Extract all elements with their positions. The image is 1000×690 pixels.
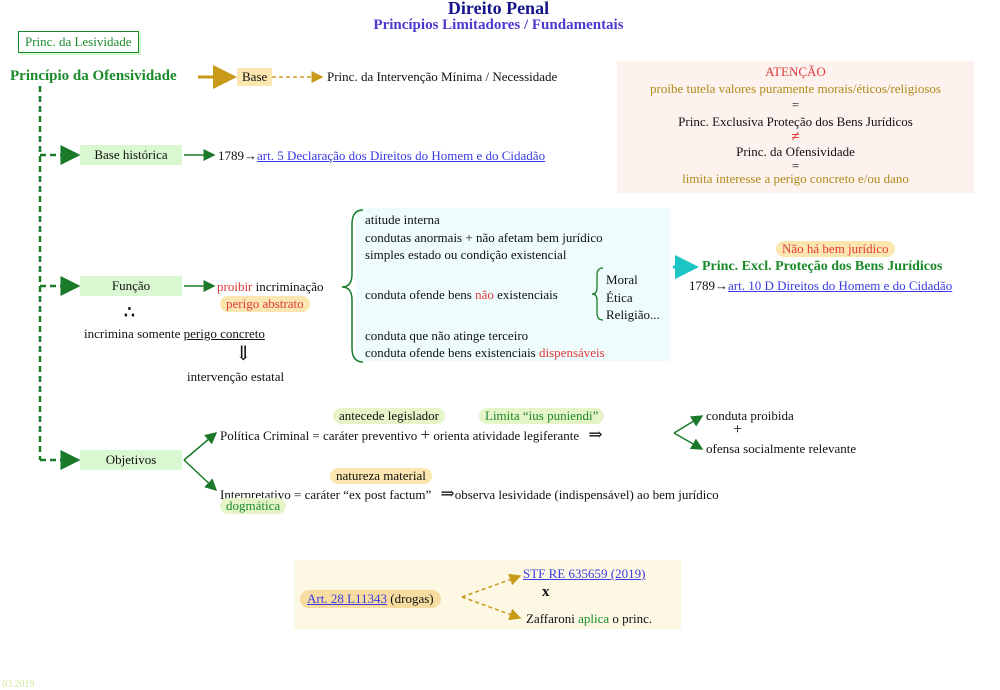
note-equals-2: =: [791, 157, 800, 173]
plus-icon: +: [420, 425, 431, 444]
zaff-prefix: Zaffaroni: [526, 611, 579, 626]
list-item: simples estado ou condição existencial: [365, 247, 567, 262]
implies-icon: ⇒: [588, 425, 603, 444]
note-line-limita: limita interesse a perigo concreto e/ou …: [682, 170, 909, 186]
historic-link[interactable]: art. 5 Declaração dos Direitos do Homem …: [257, 148, 546, 163]
function-ref-year: 1789→: [689, 278, 728, 293]
zaffaroni: Zaffaroni aplica o princ.: [526, 611, 652, 627]
function-list-panel: [356, 208, 670, 361]
limita-label: Limita “ius puniendi”: [479, 408, 605, 424]
ofensa-relevante: ofensa socialmente relevante: [706, 441, 857, 456]
ofende-nao: não: [475, 287, 494, 302]
no-legal-good-label: Não há bem jurídico: [776, 241, 895, 257]
function-proibir-word: proibir: [217, 279, 253, 294]
conduta-proibida: conduta proibida: [706, 408, 794, 423]
versus-mark: x: [542, 584, 550, 600]
note-not-equal: ≠: [791, 129, 800, 146]
note-attention: ATENÇÃO: [765, 64, 826, 79]
observa-text: observa lesividade (indispensável) ao be…: [454, 487, 719, 502]
implies-icon-2: ⇒: [440, 484, 455, 503]
page-title: Direito Penal: [447, 0, 550, 18]
function-ref-link[interactable]: art. 10 D Direitos do Homem e do Cidadão: [728, 278, 953, 293]
antecede-label: antecede legislador: [333, 408, 445, 424]
ofende-prefix: conduta ofende bens: [365, 287, 476, 302]
plus-icon-2: +: [733, 421, 743, 438]
base-target: Princ. da Intervenção Mínima / Necessida…: [327, 69, 558, 84]
principle-name: Princípio da Ofensividade: [10, 68, 177, 84]
function-proibir: proibir incriminação: [217, 279, 324, 295]
function-perigo-abstrato: perigo abstrato: [220, 296, 310, 312]
function-node: Função: [80, 276, 182, 296]
function-terceiro: conduta que não atinge terceiro: [365, 328, 529, 343]
function-ref: 1789→art. 10 D Direitos do Homem e do Ci…: [689, 278, 952, 294]
value-etica: Ética: [606, 289, 633, 305]
function-incriminacao: incriminação: [252, 279, 324, 294]
note-equals: =: [791, 97, 800, 113]
function-ofende: conduta ofende bens não existenciais: [365, 287, 558, 303]
historic-year: 1789→: [218, 148, 257, 163]
politica-text: Política Criminal = caráter preventivo: [220, 428, 418, 443]
therefore-symbol: ∴: [124, 303, 135, 322]
zaff-aplica: aplica: [578, 611, 610, 626]
page-subtitle: Princípios Limitadores / Fundamentais: [373, 17, 624, 33]
function-dispensaveis: conduta ofende bens existenciais dispens…: [365, 345, 605, 361]
dogmatica-label: dogmática: [220, 498, 287, 514]
interpretativo: Interpretativo = caráter “ex post factum…: [220, 484, 719, 504]
dispensaveis-prefix: conduta ofende bens existenciais: [365, 345, 539, 360]
historic-node: Base histórica: [80, 145, 182, 165]
note-line-exclusiva: Princ. Exclusiva Proteção dos Bens Juríd…: [678, 113, 913, 129]
base-label: Base: [237, 68, 273, 86]
dispensaveis-word: dispensáveis: [539, 345, 605, 360]
values-list: Moral Ética Religião...: [606, 271, 660, 324]
function-somente-prefix: incrimina somente: [84, 326, 184, 341]
orienta-text: orienta atividade legiferante: [433, 428, 580, 443]
list-item: atitude interna: [365, 212, 440, 227]
list-item: condutas anormais + não afetam bem juríd…: [365, 229, 603, 245]
function-perigo-concreto: perigo concreto: [183, 326, 265, 341]
zaff-suffix: o princ.: [609, 611, 653, 626]
ofende-suffix: existenciais: [493, 287, 558, 302]
function-intervencao: intervenção estatal: [187, 369, 285, 384]
function-items: atitude interna condutas anormais + não …: [365, 211, 603, 264]
drogas-text: (drogas): [387, 591, 434, 606]
attention-note: ATENÇÃO proíbe tutela valores puramente …: [617, 61, 974, 193]
alt-name-scroll: Princ. da Lesividade: [18, 31, 139, 53]
exclusive-protection-principle: Princ. Excl. Proteção dos Bens Jurídicos: [702, 259, 943, 274]
art-28-node: Art. 28 L11343 (drogas): [300, 590, 441, 608]
value-religiao: Religião...: [606, 307, 660, 322]
art-28-link[interactable]: Art. 28 L11343: [307, 591, 388, 606]
function-somente: incrimina somente perigo concreto: [84, 326, 265, 342]
natureza-label: natureza material: [330, 468, 432, 484]
historic-ref: 1789→art. 5 Declaração dos Direitos do H…: [218, 148, 545, 164]
down-double-arrow-icon: ⇓: [235, 343, 252, 365]
value-moral: Moral: [606, 272, 638, 287]
stf-link[interactable]: STF RE 635659 (2019): [523, 566, 646, 581]
note-line-ofensividade: Princ. da Ofensividade: [736, 144, 855, 160]
politica-criminal: Política Criminal = caráter preventivo +…: [220, 425, 603, 445]
note-line-proibe: proíbe tutela valores puramente morais/é…: [650, 80, 941, 96]
footer-date: 03.2019: [2, 679, 35, 690]
objectives-node: Objetivos: [80, 450, 182, 470]
